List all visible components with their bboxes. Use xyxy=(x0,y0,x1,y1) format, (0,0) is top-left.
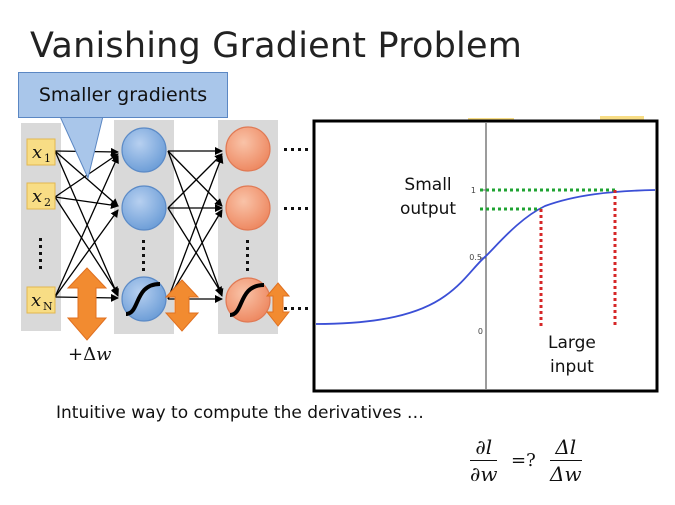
small-output-label: Small output xyxy=(400,175,457,219)
hidden2-neuron-1 xyxy=(225,126,271,172)
input-node-x2: x 2 xyxy=(26,182,56,210)
medium-arrow-icon xyxy=(164,279,200,332)
sigmoid-curve xyxy=(315,189,656,325)
input-ellipsis xyxy=(39,238,42,269)
finite-difference-fraction: Δl Δw xyxy=(550,435,582,486)
derivative-caption: Intuitive way to compute the derivatives… xyxy=(56,403,424,423)
sigmoid-icon xyxy=(125,282,161,316)
input-label-xN: x xyxy=(31,290,41,311)
input-label-x1: x xyxy=(32,142,42,163)
input-label-x2: x xyxy=(32,186,42,207)
connections-hidden1-hidden2 xyxy=(167,147,224,303)
large-arrow-icon xyxy=(66,267,108,341)
hidden1-ellipsis xyxy=(142,240,145,271)
smaller-gradients-callout: Smaller gradients xyxy=(18,72,228,118)
hidden2-ellipsis xyxy=(246,240,249,271)
delta-w-label: +Δw xyxy=(68,344,112,365)
svg-text:N: N xyxy=(43,300,53,313)
input-node-x1: x 1 xyxy=(26,138,56,166)
svg-text:2: 2 xyxy=(44,196,51,209)
svg-text:1: 1 xyxy=(44,152,51,165)
sigmoid-icon xyxy=(229,283,265,317)
tick-label-0: 0 xyxy=(478,327,483,336)
hidden1-neuron-2 xyxy=(121,185,167,231)
layer-continuation-dots xyxy=(284,148,308,310)
approx-equal-sign: =? xyxy=(511,450,536,471)
partial-derivative-fraction: ∂l ∂w xyxy=(470,435,498,486)
small-arrow-icon xyxy=(265,282,291,327)
large-input-label: Large input xyxy=(548,333,596,377)
input-node-xN: x N xyxy=(26,286,56,314)
slide-title: Vanishing Gradient Problem xyxy=(30,26,523,66)
tick-label-05: 0.5 xyxy=(469,253,482,262)
hidden2-neuron-2 xyxy=(225,185,271,231)
hidden1-neuron-1 xyxy=(121,127,167,173)
tick-label-1: 1 xyxy=(471,186,476,195)
